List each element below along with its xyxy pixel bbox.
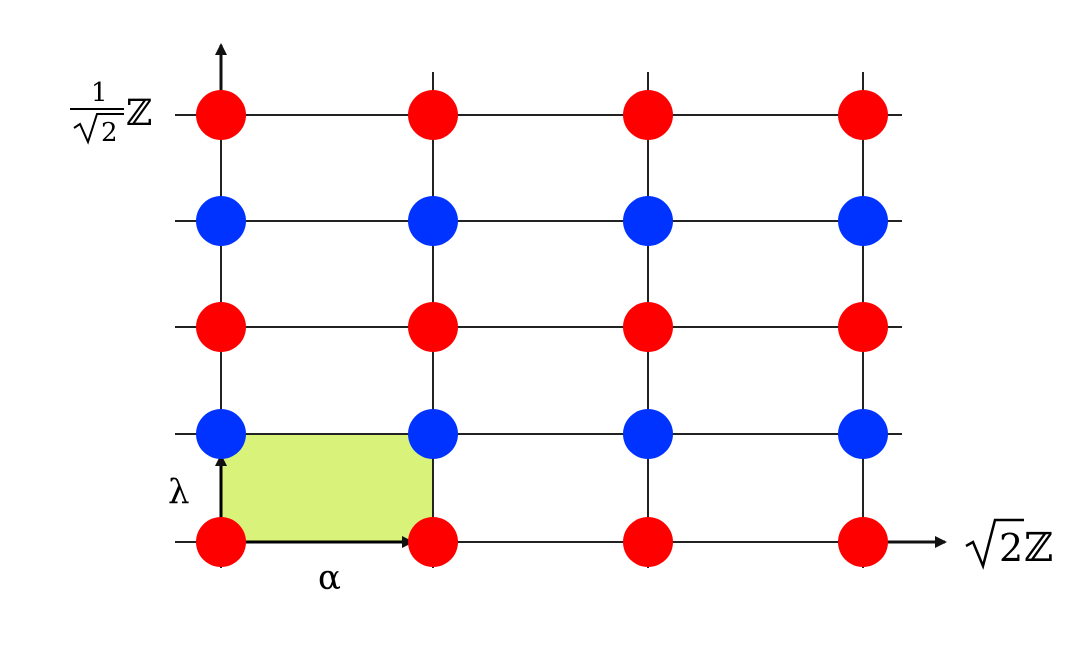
lattice-point-red-r0-c1 <box>408 517 458 567</box>
lattice-point-red-r0-c3 <box>838 517 888 567</box>
lattice-point-blue-r1-c2 <box>623 409 673 459</box>
x-axis-radical-sign <box>965 518 1024 570</box>
lattice-point-red-r0-c0 <box>196 517 246 567</box>
lattice-point-blue-r1-c1 <box>408 409 458 459</box>
lattice-point-red-r4-c1 <box>408 90 458 140</box>
y-axis-radicand: 2 <box>101 118 118 148</box>
x-axis-set-symbol: ℤ <box>1024 525 1053 571</box>
horizontal-grid-lines <box>175 114 902 543</box>
lattice-point-red-r4-c3 <box>838 90 888 140</box>
lattice-point-blue-r3-c0 <box>196 196 246 246</box>
lattice-point-blue-r3-c3 <box>838 196 888 246</box>
lattice-point-red-r2-c0 <box>196 302 246 352</box>
lattice-point-red-r2-c2 <box>623 302 673 352</box>
lattice-point-blue-r1-c0 <box>196 409 246 459</box>
y-axis-numerator: 1 <box>91 78 108 108</box>
y-axis-set-symbol: ℤ <box>126 93 152 134</box>
x-axis-label: 2 ℤ <box>965 518 1053 571</box>
lattice-point-blue-r1-c3 <box>838 409 888 459</box>
lattice-point-red-r4-c2 <box>623 90 673 140</box>
vector-lambda-label: λ <box>168 472 190 512</box>
lattice-point-red-r0-c2 <box>623 517 673 567</box>
lattice-points <box>196 90 888 567</box>
lattice-point-blue-r3-c1 <box>408 196 458 246</box>
vector-alpha-label: α <box>318 558 341 598</box>
x-axis-radicand: 2 <box>999 526 1023 570</box>
lattice-point-red-r2-c3 <box>838 302 888 352</box>
y-axis-label: 1 2 ℤ <box>70 78 152 148</box>
lattice-point-red-r2-c1 <box>408 302 458 352</box>
lattice-point-blue-r3-c2 <box>623 196 673 246</box>
y-axis-radical-sign <box>73 113 124 145</box>
fundamental-cell <box>220 433 434 543</box>
lattice-point-red-r4-c0 <box>196 90 246 140</box>
